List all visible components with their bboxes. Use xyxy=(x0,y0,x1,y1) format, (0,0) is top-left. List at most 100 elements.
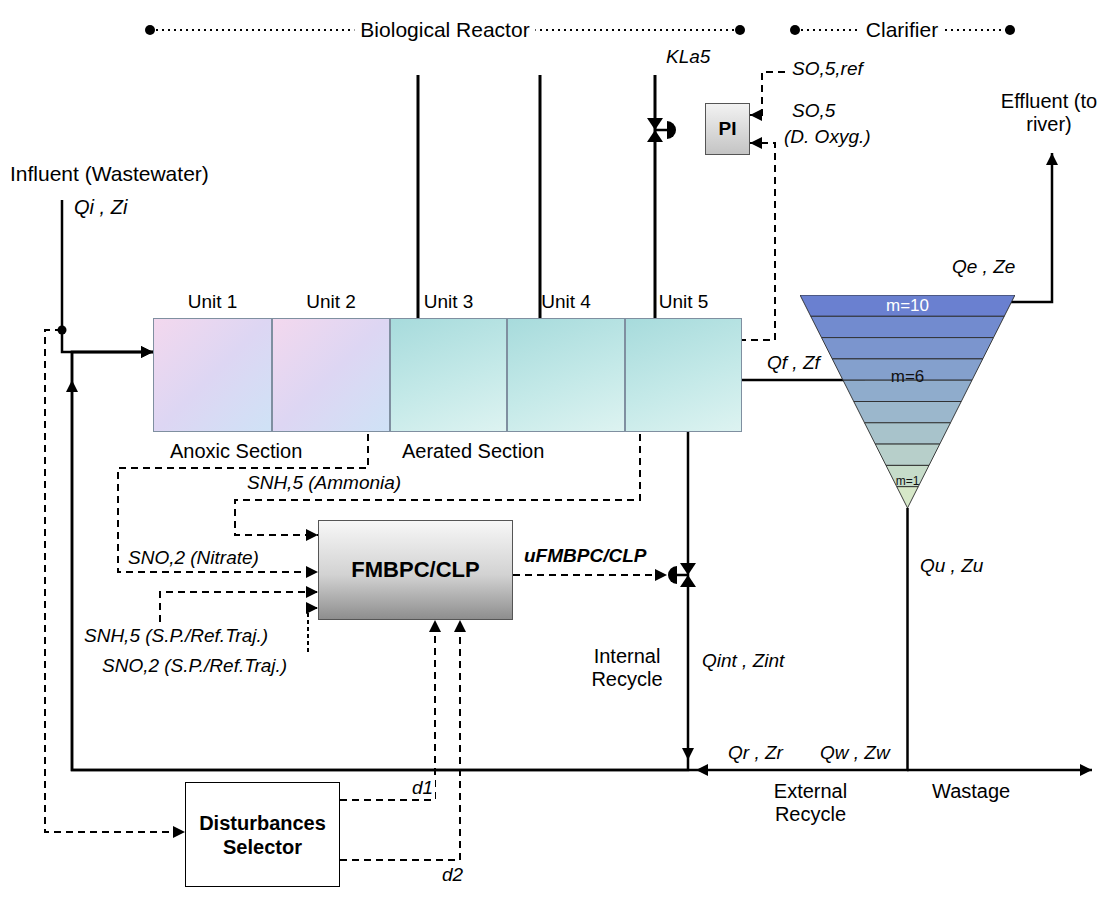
annotation: Clarifier xyxy=(860,18,944,42)
settler-layer xyxy=(875,444,940,465)
signal-name: d2 xyxy=(440,864,465,886)
edge-label-slot: Qf , Zf xyxy=(765,352,822,374)
valve-stem xyxy=(677,574,688,577)
signal-name: SNH,5 (S.P./Ref.Traj.) xyxy=(82,625,270,647)
box-title: FMBPC/CLP xyxy=(351,557,479,583)
anoxic-unit: Unit 2 xyxy=(272,318,390,432)
valve-symbol xyxy=(647,130,663,142)
layer-number: m=1 xyxy=(896,474,920,488)
settler-layer xyxy=(854,402,962,423)
aerated-unit: Unit 4 xyxy=(507,318,625,432)
annotation: Wastage xyxy=(930,780,1012,803)
layer-slot: m=1 xyxy=(800,471,1015,489)
signal-line xyxy=(340,620,435,800)
label-slot: Biological Reactor xyxy=(354,18,535,42)
aerated-unit: Unit 5 xyxy=(625,318,742,432)
signal-name: SO,5 xyxy=(790,100,837,122)
label-slot: Qr , Zr xyxy=(726,742,785,764)
label-slot: Qu , Zu xyxy=(918,555,985,577)
signal-name: SNO,2 (S.P./Ref.Traj.) xyxy=(100,655,289,677)
annotation: Biological Reactor xyxy=(354,18,535,42)
section-bracket xyxy=(795,29,1010,31)
signal-name: Qr , Zr xyxy=(726,742,785,764)
settler-layer xyxy=(865,423,951,444)
influent-pipe xyxy=(62,200,153,352)
aerated-unit: Unit 3 xyxy=(390,318,507,432)
bracket-end xyxy=(735,25,745,35)
settler-layer xyxy=(897,487,919,508)
label-slot: Clarifier xyxy=(860,18,944,42)
signal-name: SNH,5 (Ammonia) xyxy=(245,472,403,494)
valve-symbol xyxy=(647,118,663,130)
unit-name: Unit 1 xyxy=(154,291,271,313)
settler-layer xyxy=(800,295,1015,316)
bracket-end xyxy=(145,25,155,35)
signal-name: Qe , Ze xyxy=(950,256,1017,278)
effluent-pipe xyxy=(965,153,1052,302)
label-slot: (D. Oxyg.) xyxy=(782,126,873,148)
signal-name: SO,5,ref xyxy=(790,58,865,80)
setpoint-signal xyxy=(160,592,318,622)
label-slot: SNO,2 (S.P./Ref.Traj.) xyxy=(100,655,289,677)
bracket-end xyxy=(790,25,800,35)
label-slot: Qint , Zint xyxy=(700,650,786,672)
signal-name: Qf , Zf xyxy=(765,352,822,374)
label-slot: SNO,2 (Nitrate) xyxy=(126,547,261,569)
settler-layer xyxy=(822,338,994,359)
label-slot: Qe , Ze xyxy=(950,256,1017,278)
box-title: PI xyxy=(719,118,737,141)
annotation: Influent (Wastewater) xyxy=(8,162,211,186)
label-slot: uFMBPC/CLP xyxy=(522,545,648,567)
valve-stem xyxy=(655,129,667,132)
label-slot: Effluent (to river) xyxy=(993,90,1105,136)
box-title: Disturbances Selector xyxy=(194,811,331,859)
label-slot: SO,5 xyxy=(790,100,837,122)
label-slot: Qi , Zi xyxy=(72,196,129,219)
label-slot: External Recycle xyxy=(748,780,873,826)
valve-actuator xyxy=(667,121,676,139)
bracket-end xyxy=(1005,25,1015,35)
signal-line xyxy=(340,620,460,860)
signal-name: Qw , Zw xyxy=(818,742,892,764)
signal-name: Qint , Zint xyxy=(700,650,786,672)
signal-name: d1 xyxy=(410,777,435,799)
layer-slot: m=6 xyxy=(800,367,1015,387)
wastage-pipe xyxy=(907,769,1092,772)
label-slot: SO,5,ref xyxy=(790,58,865,80)
control-signal xyxy=(513,574,667,576)
controller-box: FMBPC/CLP xyxy=(318,520,513,620)
label-slot: SNH,5 (S.P./Ref.Traj.) xyxy=(82,625,270,647)
label-slot: SNH,5 (Ammonia) xyxy=(245,472,403,494)
label-slot: Influent (Wastewater) xyxy=(8,162,211,186)
anoxic-unit: Unit 1 xyxy=(153,318,272,432)
setpoint-signal xyxy=(308,608,318,652)
valve-actuator xyxy=(668,566,677,584)
annotation: Effluent (to river) xyxy=(993,90,1105,136)
annotation: Aerated Section xyxy=(400,440,546,463)
layer-number: m=10 xyxy=(886,296,929,316)
label-slot: KLa5 xyxy=(664,46,712,68)
edge-label-slot: d2 xyxy=(440,864,465,886)
label-slot: Qw , Zw xyxy=(818,742,892,764)
annotation: Anoxic Section xyxy=(168,440,304,463)
unit-name: Unit 5 xyxy=(626,291,741,313)
unit-name: Unit 3 xyxy=(391,291,506,313)
selector-box: Disturbances Selector xyxy=(185,782,340,887)
signal-name: Qi , Zi xyxy=(72,196,129,219)
layer-number: m=6 xyxy=(891,367,925,387)
signal-name: Qu , Zu xyxy=(918,555,985,577)
settler-layer xyxy=(811,316,1005,337)
signal-name: (D. Oxyg.) xyxy=(782,126,873,148)
unit-name: Unit 2 xyxy=(273,291,389,313)
signal-name: uFMBPC/CLP xyxy=(522,545,648,567)
annotation: Internal Recycle xyxy=(573,645,681,691)
unit-name: Unit 4 xyxy=(508,291,624,313)
label-slot: Anoxic Section xyxy=(168,440,304,463)
annotation: External Recycle xyxy=(748,780,873,826)
layer-slot: m=10 xyxy=(800,296,1015,316)
